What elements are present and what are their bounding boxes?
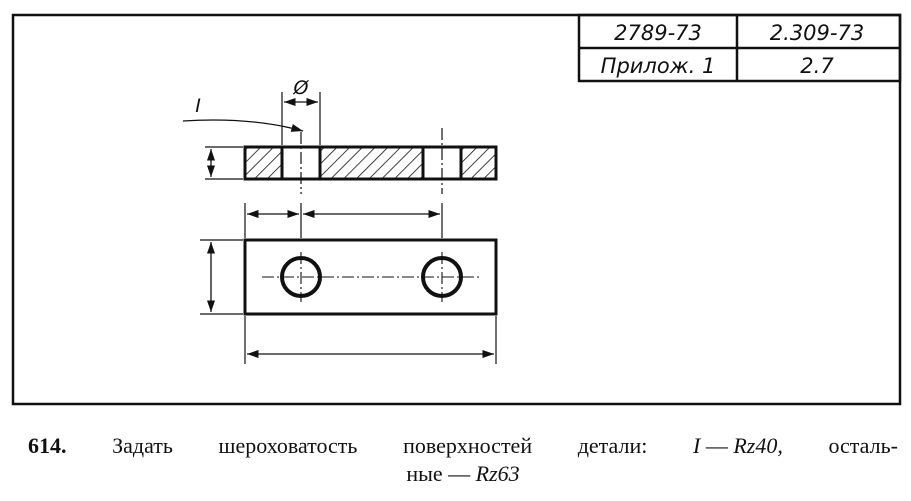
caption-line-1: 614. Задать шероховатость поверхностей д…: [28, 432, 898, 460]
plan-view: [200, 203, 498, 364]
section-hatch-middle: [320, 147, 423, 179]
drawing-frame: [11, 13, 902, 406]
caption-word-rest-end: ные: [406, 461, 443, 486]
section-hatch-left: [245, 147, 282, 179]
caption-word-2: шероховатость: [218, 433, 358, 458]
caption-word-rest: осталь-: [828, 433, 898, 458]
stamp-cell-standard: 2789-73: [614, 21, 702, 45]
stamp-cell-standard-section: 2.309-73: [770, 21, 864, 45]
leader-surface-i: [182, 119, 304, 132]
requirement-surface-i: I — Rz40,: [693, 433, 783, 458]
stamp-cell-appendix: Прилож. 1: [601, 54, 716, 78]
section-hatch-right: [461, 147, 496, 179]
caption-line-2: ные — Rz63: [406, 461, 520, 486]
caption-word-4: детали:: [577, 433, 648, 458]
caption-word-1: Задать: [112, 433, 173, 458]
exercise-caption: 614. Задать шероховатость поверхностей д…: [28, 432, 898, 488]
requirement-rest: Rz63: [475, 461, 520, 486]
caption-word-3: поверхностей: [403, 433, 533, 458]
plan-outline: [243, 238, 498, 316]
stamp-table: 2789-73 2.309-73 Прилож. 1 2.7: [577, 13, 902, 83]
stamp-cell-item: 2.7: [800, 54, 834, 78]
surface-marker-i: I: [195, 95, 201, 117]
diameter-symbol: Ø: [293, 77, 310, 99]
section-outline: [243, 145, 498, 181]
exercise-number: 614.: [28, 433, 67, 458]
section-view: Ø I: [182, 77, 498, 194]
